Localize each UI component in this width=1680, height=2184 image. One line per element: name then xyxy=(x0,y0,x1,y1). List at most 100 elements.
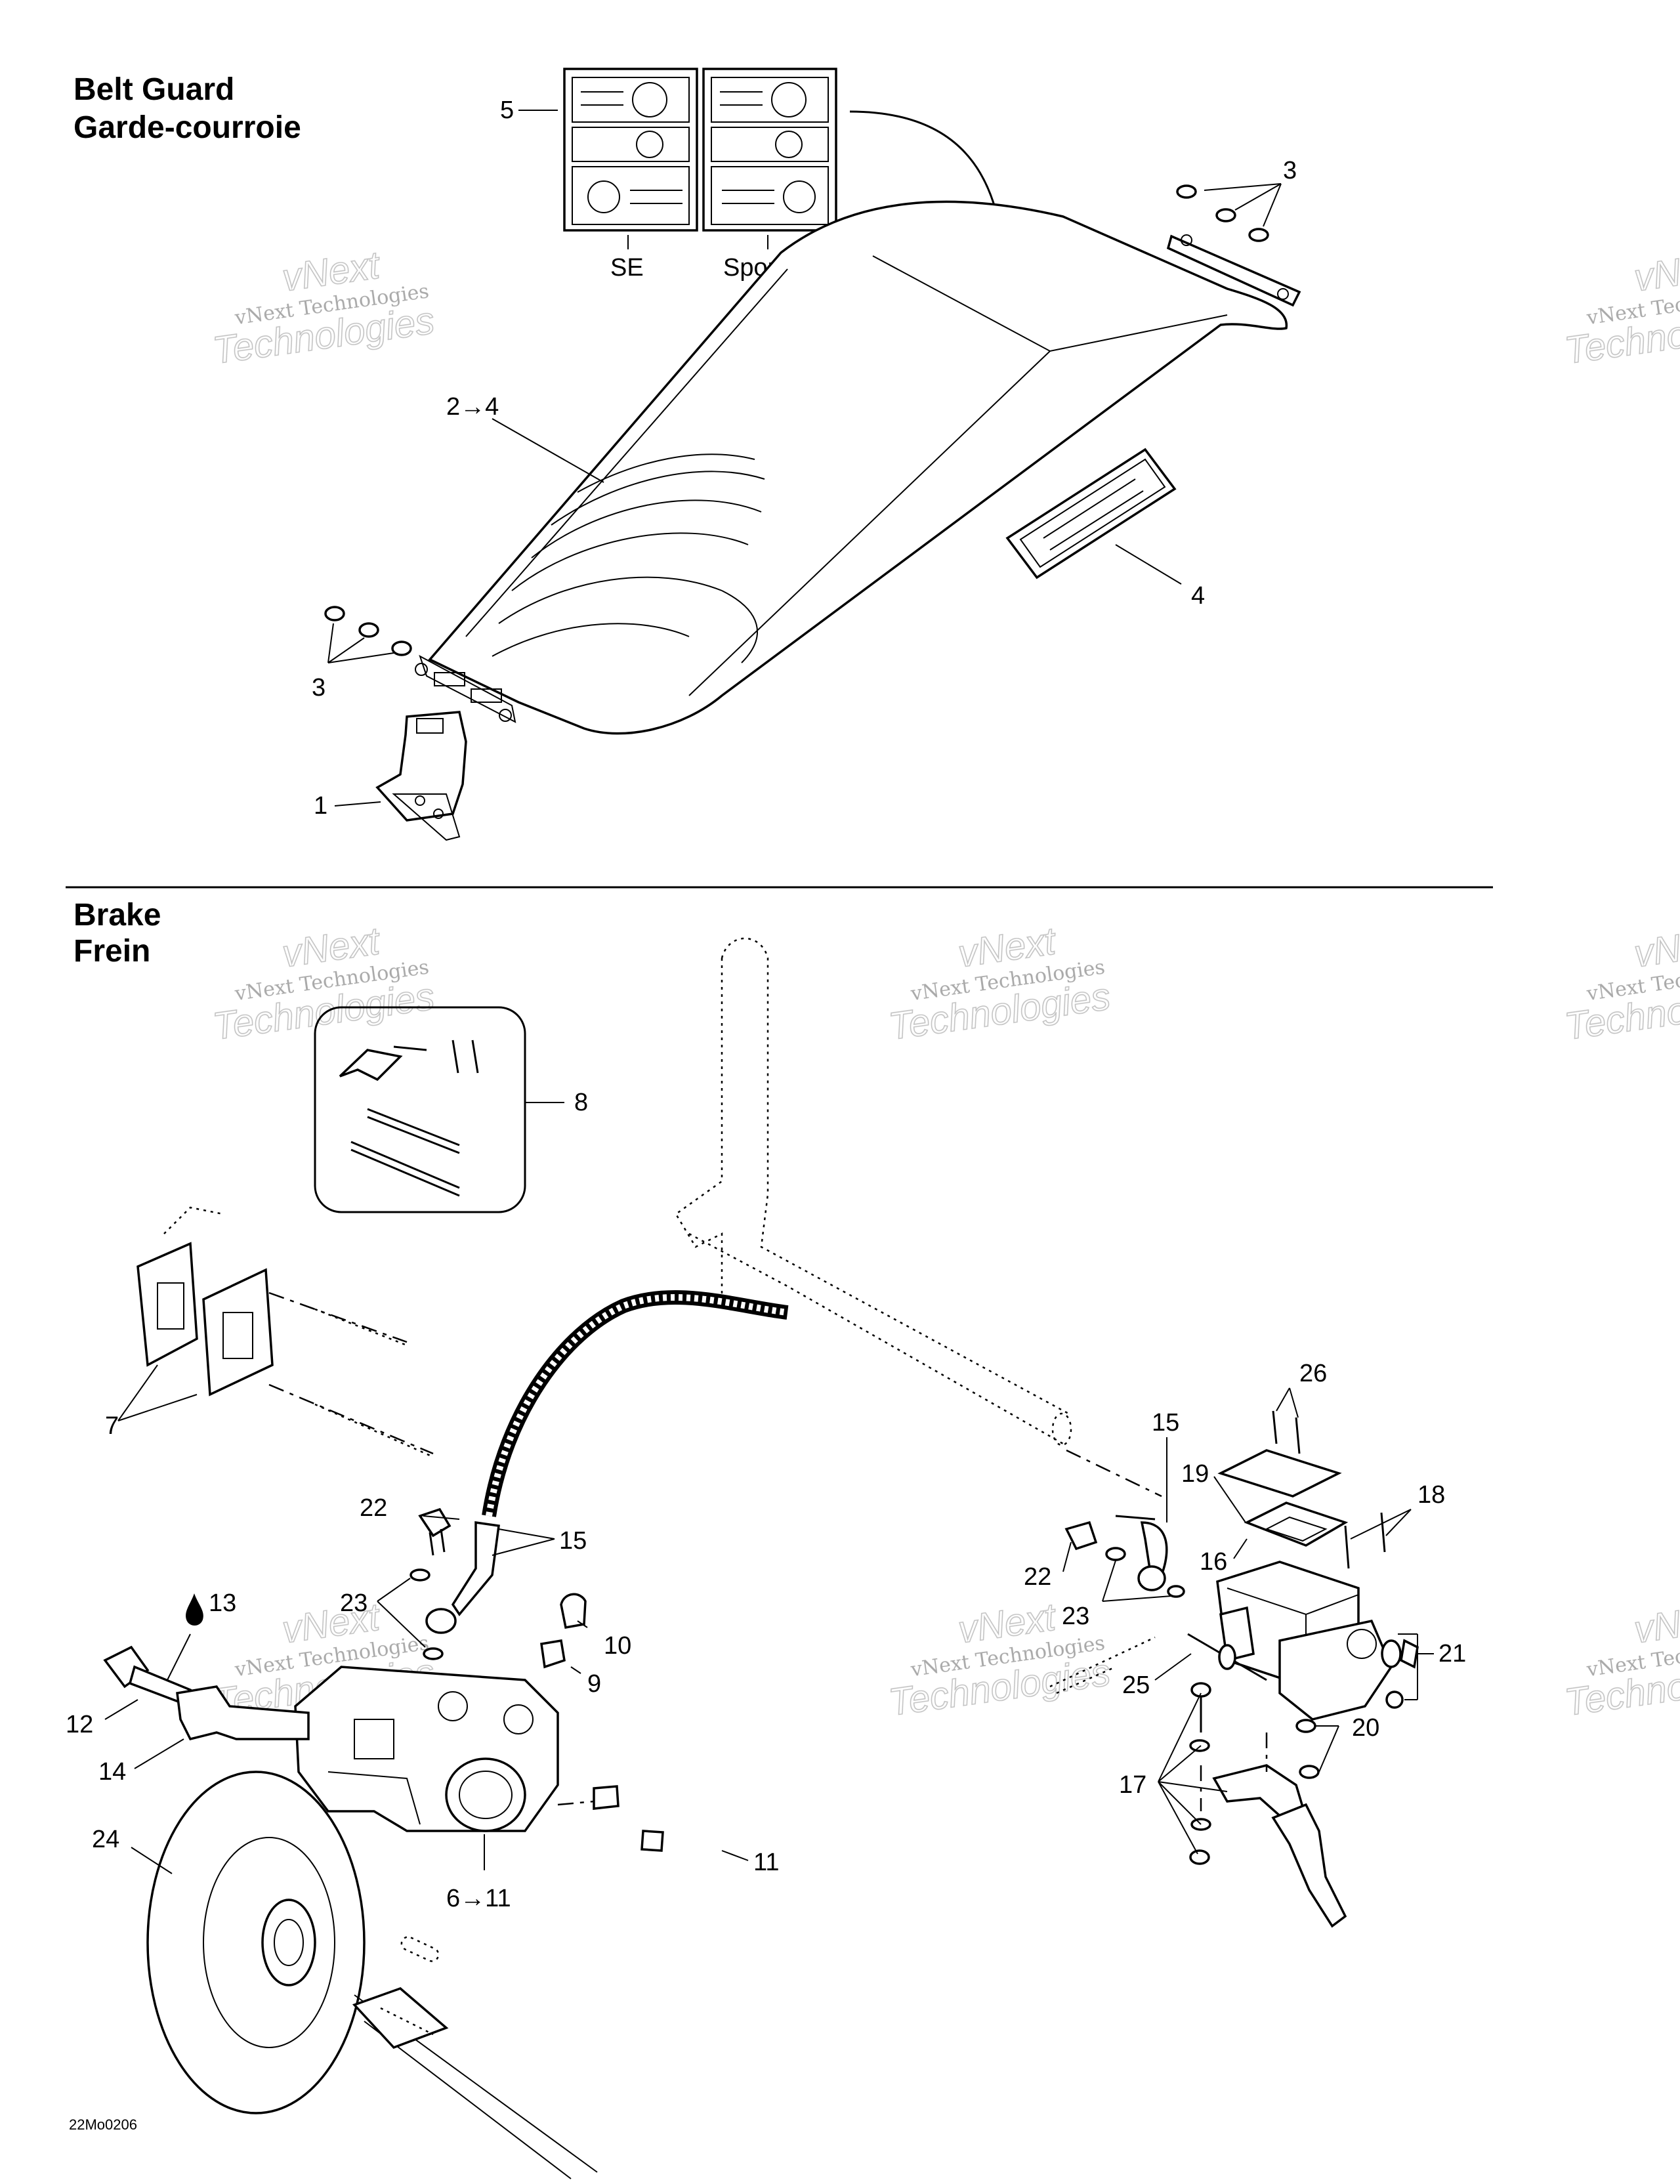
callout-26: 26 xyxy=(1299,1360,1327,1387)
callout-4: 4 xyxy=(1191,582,1205,610)
decal-sport-gs xyxy=(702,68,837,232)
callout-23-right: 23 xyxy=(1062,1603,1089,1630)
callout-13: 13 xyxy=(209,1589,236,1617)
leader-line xyxy=(1158,1781,1202,1825)
callout-1: 1 xyxy=(314,792,327,820)
washer xyxy=(423,1647,444,1660)
washer xyxy=(1167,1585,1185,1598)
callout-22-right: 22 xyxy=(1024,1563,1051,1591)
leader-line xyxy=(104,1699,138,1720)
leader-line xyxy=(1158,1692,1202,1782)
callout-24: 24 xyxy=(92,1826,119,1853)
brake-lever xyxy=(1189,1682,1347,1928)
pin-kit-box xyxy=(314,1006,526,1213)
banjo-fitting-right xyxy=(1137,1565,1166,1591)
drive-shaft xyxy=(352,1936,598,2179)
callout-6-11: 6→11 xyxy=(446,1885,511,1912)
nut xyxy=(1299,1765,1320,1779)
callout-9: 9 xyxy=(587,1670,601,1698)
leader-line xyxy=(1350,1509,1412,1540)
leader-line xyxy=(1062,1542,1072,1572)
watermark: vNext vNext Technologies Technologies xyxy=(1562,243,1680,373)
leader-line xyxy=(492,1538,555,1556)
callout-17: 17 xyxy=(1119,1771,1146,1799)
leader-line xyxy=(1102,1595,1172,1602)
assembly-line xyxy=(557,1800,595,1806)
screw xyxy=(1344,1525,1350,1569)
leader-line xyxy=(377,1578,411,1602)
master-cylinder xyxy=(1216,1561,1393,1721)
hose-end xyxy=(1115,1515,1156,1521)
leader-line xyxy=(334,801,381,807)
leader-line xyxy=(1158,1781,1228,1792)
pin-outline xyxy=(314,1308,408,1347)
leader-line xyxy=(498,1528,555,1540)
bleeder-cap xyxy=(560,1593,587,1629)
leader-line xyxy=(327,652,394,663)
callout-25: 25 xyxy=(1122,1671,1150,1699)
brake-title: Brake xyxy=(74,898,161,933)
reservoir-gasket xyxy=(1244,1502,1349,1547)
leader-line xyxy=(492,418,604,483)
svg-text:vNext: vNext xyxy=(1631,1595,1680,1651)
brake-hose xyxy=(482,1290,789,1517)
caliper-bracket xyxy=(176,1685,310,1741)
reservoir-cover xyxy=(1217,1449,1342,1498)
leader-line xyxy=(167,1633,191,1681)
gasket-window xyxy=(1265,1516,1328,1542)
brake-pads xyxy=(136,1206,274,1396)
callout-22-left: 22 xyxy=(360,1494,387,1522)
drawing-code: 22Mo0206 xyxy=(69,2116,137,2133)
washer xyxy=(410,1568,430,1582)
assembly-line xyxy=(268,1292,408,1343)
leader-line xyxy=(377,1601,426,1648)
callout-5: 5 xyxy=(500,96,514,124)
screw xyxy=(1272,1410,1278,1444)
leader-line xyxy=(117,1364,158,1421)
svg-text:vNext: vNext xyxy=(1631,919,1680,975)
decal-se xyxy=(563,68,698,232)
banjo-fitting xyxy=(425,1608,457,1634)
screw xyxy=(1295,1417,1301,1454)
leader-line xyxy=(327,637,365,663)
callout-16: 16 xyxy=(1200,1548,1227,1576)
piston-kit xyxy=(1049,1633,1267,1694)
watermark: vNext vNext Technologies Technologies xyxy=(1562,1595,1680,1725)
callout-7: 7 xyxy=(105,1412,119,1440)
rear-bracket xyxy=(375,711,467,841)
screw xyxy=(1380,1512,1386,1553)
brake-line xyxy=(593,1782,724,1857)
leader-line xyxy=(117,1394,198,1421)
washer xyxy=(1105,1547,1126,1561)
dust-boot xyxy=(1381,1639,1402,1668)
leader-line xyxy=(1204,183,1282,191)
callout-14: 14 xyxy=(98,1758,126,1786)
leader-line xyxy=(1318,1725,1339,1773)
nut xyxy=(1295,1719,1316,1733)
brake-hose-braid xyxy=(486,1294,788,1517)
hose-fitting xyxy=(451,1521,500,1616)
decal-warning xyxy=(1005,448,1177,579)
callout-20: 20 xyxy=(1352,1714,1379,1742)
callout-15-left: 15 xyxy=(559,1527,587,1555)
leader-line xyxy=(131,1847,173,1874)
leader-line xyxy=(1154,1653,1192,1681)
callout-15-right: 15 xyxy=(1152,1409,1179,1437)
brake-title-fr: Frein xyxy=(74,934,150,969)
leader-line xyxy=(327,623,334,663)
pivot-pin xyxy=(1385,1690,1404,1709)
belt-guard-title-fr: Garde-courroie xyxy=(74,110,301,145)
leader-line xyxy=(1263,183,1282,227)
leader-line xyxy=(1385,1509,1412,1536)
leader-line xyxy=(423,1515,460,1520)
leader-line xyxy=(1158,1781,1198,1855)
assembly-line xyxy=(1066,1449,1162,1498)
nut-group-rear xyxy=(324,606,412,656)
brake-disc xyxy=(146,1771,366,2114)
callout-3-front: 3 xyxy=(1283,157,1297,184)
bleeder-screw xyxy=(540,1639,566,1669)
leader-line xyxy=(577,1620,588,1628)
callout-12: 12 xyxy=(66,1711,93,1738)
leader-line xyxy=(1115,544,1182,585)
